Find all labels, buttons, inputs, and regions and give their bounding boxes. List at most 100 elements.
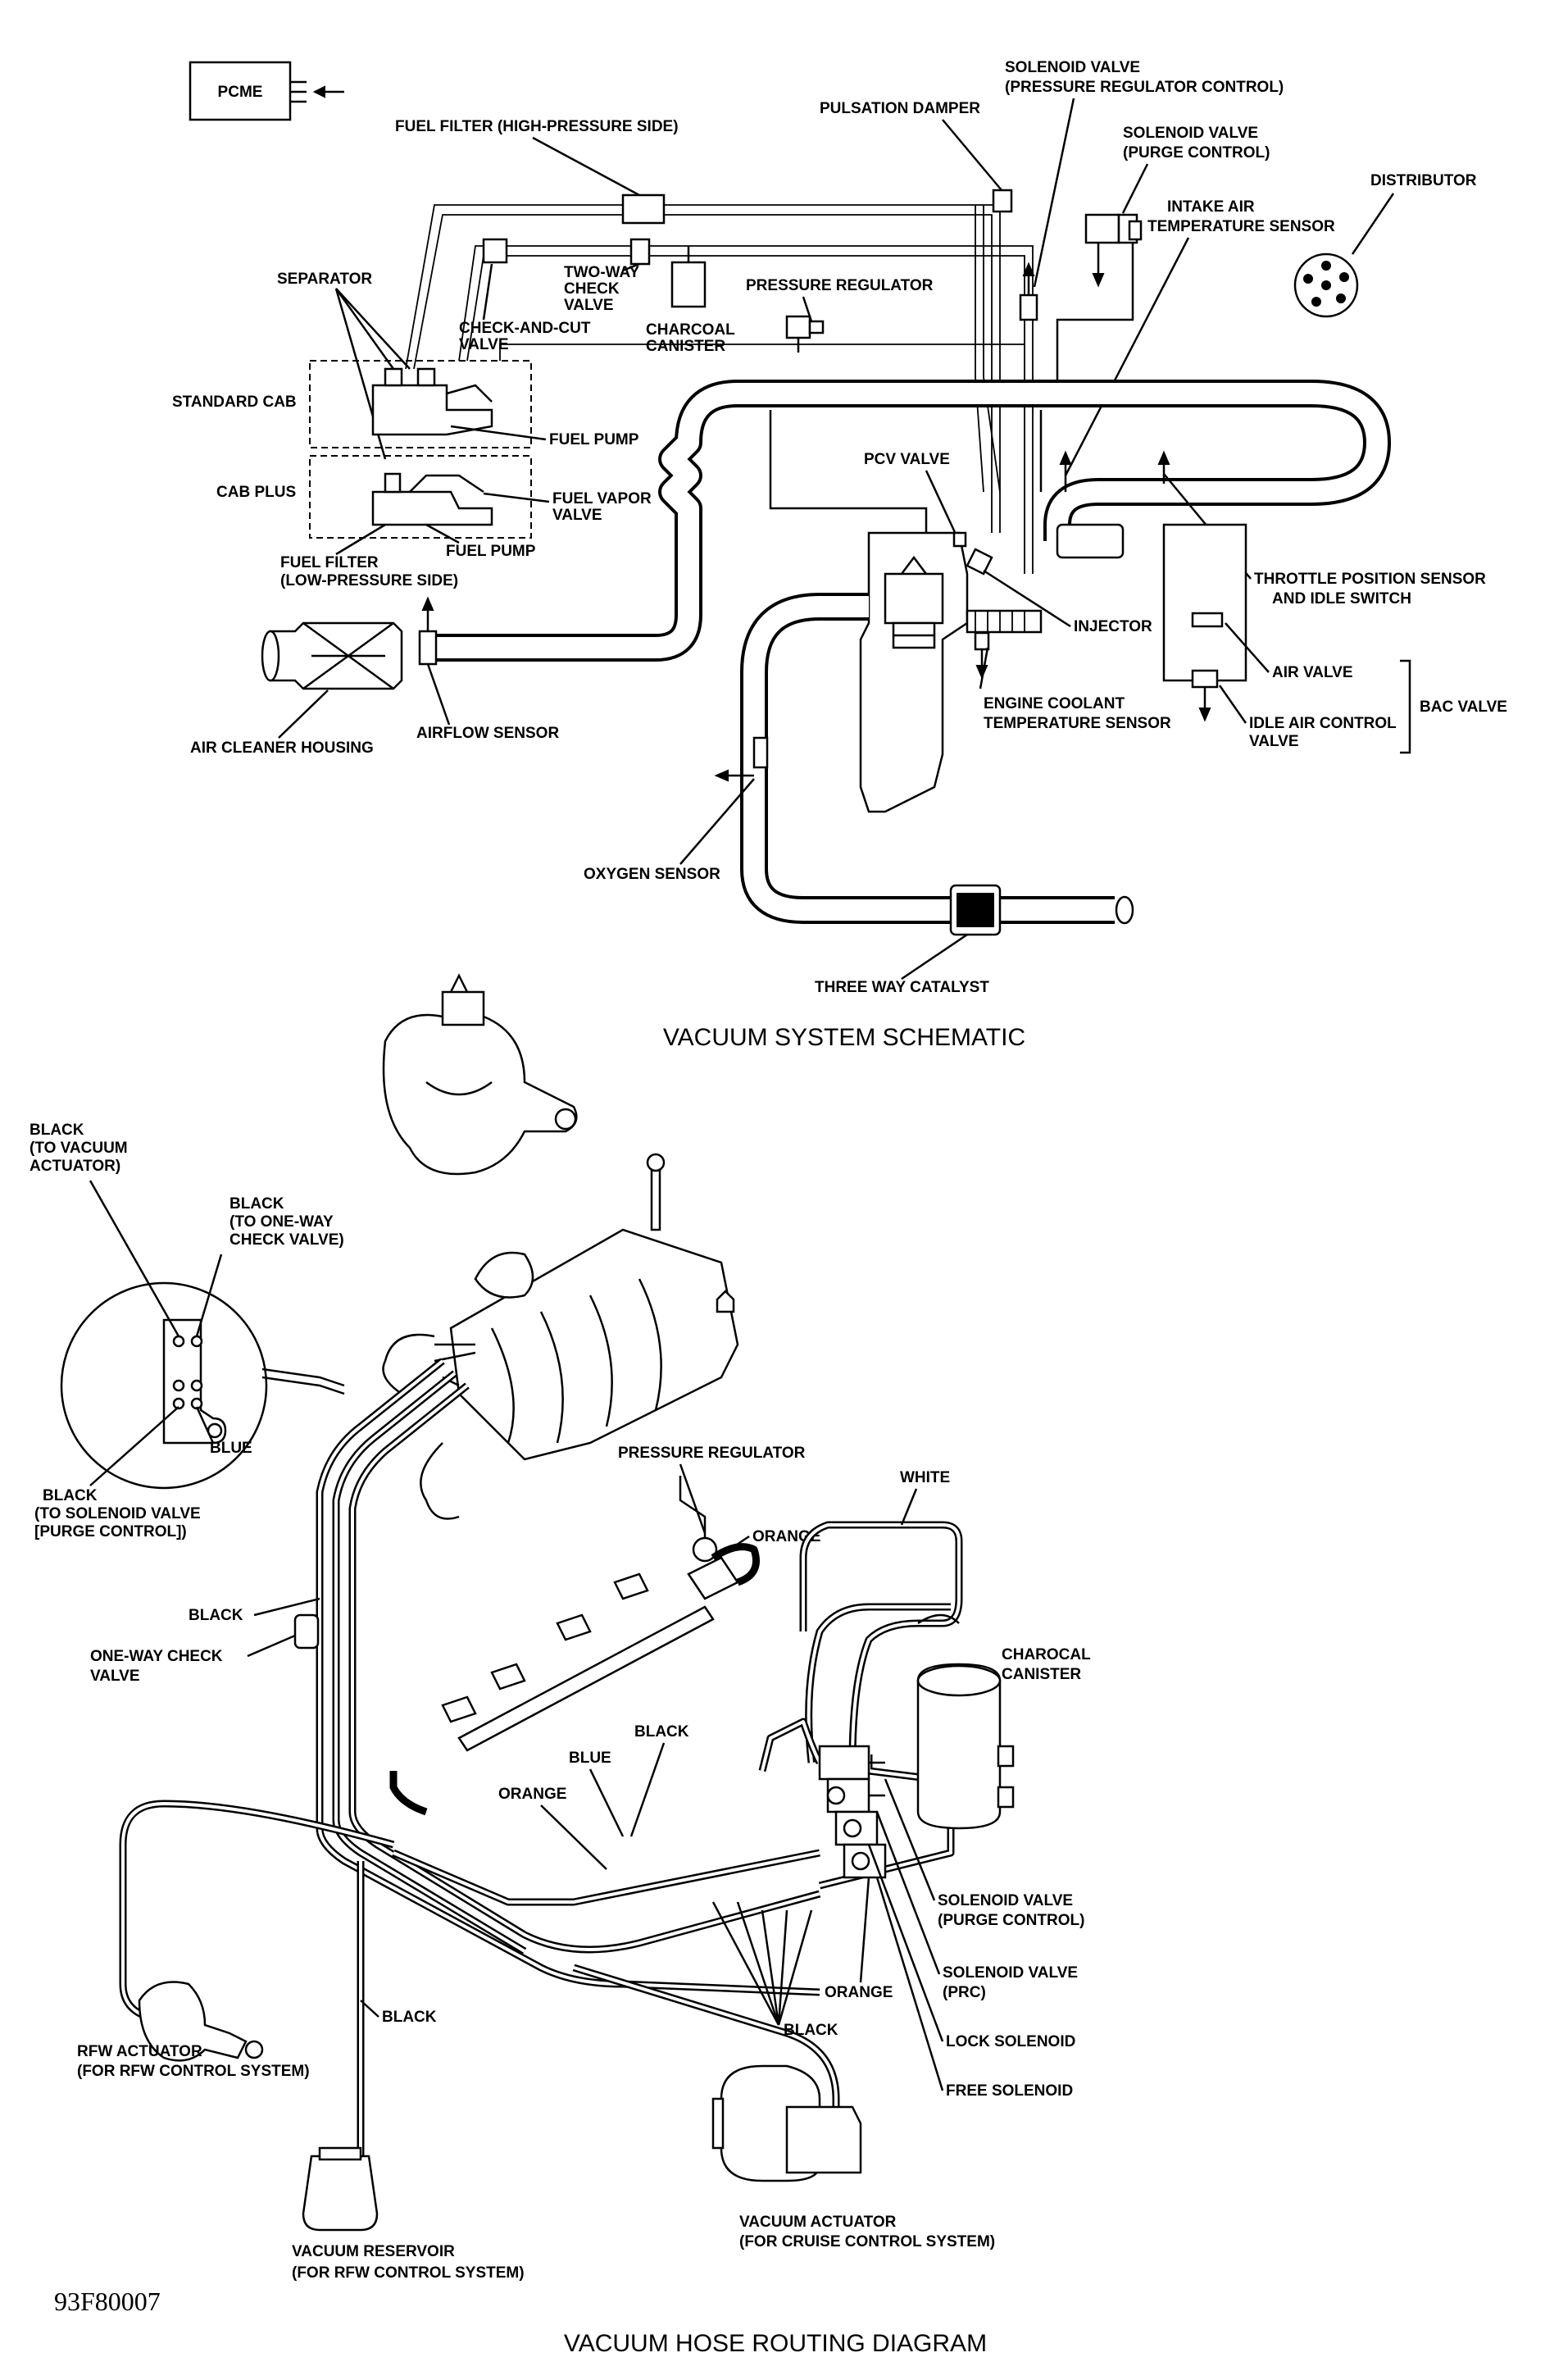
black-label-1: BLACK [189,1607,243,1624]
sol-prc-label-2: (PRC) [943,1984,986,2001]
vac-res-label-1: VACUUM RESERVOIR [292,2243,455,2260]
fuel-vapor-label-1: FUEL VAPOR [552,490,652,507]
pulsation-damper: PULSATION DAMPER [820,100,1013,213]
charcoal-label-2: CANISTER [646,338,725,355]
fuel-pump-1-label: FUEL PUMP [549,431,639,448]
engine-block [859,531,969,813]
vac-act-label-1: VACUUM ACTUATOR [739,2214,897,2231]
solenoid-valve-purge: SOLENOID VALVE (PURGE CONTROL) [1056,125,1270,385]
solenoid-purge-label-2: (PURGE CONTROL) [1123,144,1270,162]
cab-plus-label: CAB PLUS [216,484,296,501]
charcoal-canister-routing: WHITE CHAROCAL CANISTER [799,1469,1091,1830]
pcme-module: PCME [189,61,344,121]
oxygen-sensor: OXYGEN SENSOR [584,736,769,883]
three-way-catalyst: THREE WAY CATALYST [815,884,1002,996]
oxygen-sensor-label: OXYGEN SENSOR [584,866,720,883]
solenoid-valve-prc: SOLENOID VALVE (PRESSURE REGULATOR CONTR… [1005,59,1284,321]
check-cut-label-2: VALVE [459,336,509,353]
two-way-label-2: CHECK [564,280,620,298]
distributor: DISTRIBUTOR [1293,172,1477,318]
coolant-label-1: ENGINE COOLANT [984,695,1125,712]
coolant-label-2: TEMPERATURE SENSOR [984,715,1171,732]
sol-prc-label-1: SOLENOID VALVE [943,1964,1078,1982]
two-way-label-1: TWO-WAY [564,264,640,281]
black-sol-label-2: (TO SOLENOID VALVE [34,1505,201,1522]
sol-purge-label-1: SOLENOID VALVE [938,1892,1073,1909]
intake-duct [426,380,1391,662]
one-way-label-1: ONE-WAY CHECK [90,1648,223,1665]
solenoid-prc-label-2: (PRESSURE REGULATOR CONTROL) [1005,79,1284,96]
black-vac-label-3: ACTUATOR) [30,1158,120,1175]
free-sol-label: FREE SOLENOID [946,2082,1073,2100]
rfw-actuator: RFW ACTUATOR (FOR RFW CONTROL SYSTEM) [77,1981,310,2080]
cab-plus-fuel-tank: CAB PLUS FUEL VAPOR VALVE FUEL PUMP FUEL… [216,455,652,589]
catalyst-label: THREE WAY CATALYST [815,979,989,996]
standard-cab-label: STANDARD CAB [172,394,297,411]
schematic-title: VACUUM SYSTEM SCHEMATIC [663,1024,1025,1051]
black-label-2: BLACK [634,1723,689,1741]
solenoid-bank [818,1745,887,1879]
pressure-regulator-routing-label: PRESSURE REGULATOR [618,1445,806,1462]
white-label: WHITE [900,1469,950,1486]
orange-label-3: ORANGE [825,1984,893,2001]
idle-air-label-2: VALVE [1249,733,1299,750]
intake-air-label-1: INTAKE AIR [1167,198,1255,216]
black-label-4: BLACK [382,2009,437,2026]
pcv-valve: PCV VALVE [864,451,967,548]
fuel-filter-high-pressure: FUEL FILTER (HIGH-PRESSURE SIDE) [395,118,679,225]
black-sol-label-1: BLACK [43,1487,98,1504]
two-way-label-3: VALVE [564,297,614,314]
black-vac-label-2: (TO VACUUM [30,1140,128,1157]
pressure-regulator-schematic: PRESSURE REGULATOR [746,277,934,353]
vac-act-label-2: (FOR CRUISE CONTROL SYSTEM) [739,2233,995,2250]
check-and-cut-valve: CHECK-AND-CUT VALVE [459,238,591,353]
vacuum-hose-routing-diagram: BLACK (TO VACUUM ACTUATOR) BLACK (TO ONE… [30,973,1091,2357]
blue-label: BLUE [569,1750,611,1767]
black-ow-label-3: CHECK VALVE) [229,1231,344,1249]
two-way-check-valve: TWO-WAY CHECK VALVE [564,238,651,314]
throttle-label-2: AND IDLE SWITCH [1272,590,1411,608]
pressure-regulator-label: PRESSURE REGULATOR [746,277,934,294]
figure-code: 93F80007 [54,2287,161,2316]
bac-valve-label: BAC VALVE [1420,699,1507,716]
bac-valve: AIR VALVE IDLE AIR CONTROL VALVE BAC VAL… [1162,523,1507,754]
airflow-sensor: AIRFLOW SENSOR [416,596,559,742]
separator: SEPARATOR [277,271,411,460]
fuel-filter-lp-label-2: (LOW-PRESSURE SIDE) [280,572,458,589]
black-ow-label-1: BLACK [229,1195,284,1213]
pcv-valve-label: PCV VALVE [864,451,950,468]
fuel-pump-2-label: FUEL PUMP [446,543,536,560]
fuel-vapor-label-2: VALVE [552,507,602,524]
vacuum-reservoir: VACUUM RESERVOIR (FOR RFW CONTROL SYSTEM… [292,2146,525,2282]
throttle-label-1: THROTTLE POSITION SENSOR [1254,571,1486,588]
standard-cab-fuel-tank: STANDARD CAB FUEL PUMP [172,360,639,448]
black-vac-label-1: BLACK [30,1122,84,1139]
black-label-3: BLACK [784,2022,838,2039]
air-cleaner-label: AIR CLEANER HOUSING [190,739,374,757]
intake-air-temperature-sensor: INTAKE AIR TEMPERATURE SENSOR [1064,198,1335,476]
black-ow-label-2: (TO ONE-WAY [229,1213,334,1231]
one-way-check-valve: ONE-WAY CHECK VALVE [90,1613,320,1685]
routing-title: VACUUM HOSE ROUTING DIAGRAM [564,2330,987,2357]
engine-sketch [382,973,578,1176]
black-sol-label-3: [PURGE CONTROL]) [34,1523,187,1540]
injectors [441,1572,649,1723]
pcme-label: PCME [218,84,263,101]
intake-manifold [382,1153,739,1520]
rfw-act-label-1: RFW ACTUATOR [77,2043,202,2060]
vacuum-system-schematic: PCME FUEL FILTER (HIGH-PRESSURE SIDE) [172,59,1507,1051]
injector-label: INJECTOR [1074,618,1152,635]
fuel-rail [441,1476,760,1752]
engine-coolant-temperature-sensor: ENGINE COOLANT TEMPERATURE SENSOR [974,631,1171,732]
solenoid-prc-label-1: SOLENOID VALVE [1005,59,1140,76]
rfw-act-label-2: (FOR RFW CONTROL SYSTEM) [77,2063,310,2080]
throttle-body: THROTTLE POSITION SENSOR AND IDLE SWITCH [1056,450,1486,608]
fuel-filter-lp-label-1: FUEL FILTER [280,554,379,571]
pulsation-damper-label: PULSATION DAMPER [820,100,980,117]
one-way-label-2: VALVE [90,1668,140,1685]
airflow-sensor-label: AIRFLOW SENSOR [416,725,559,742]
blue-detail-label: BLUE [210,1440,252,1457]
charcoal-routing-label-2: CANISTER [1002,1666,1081,1683]
exhaust-pipe [740,593,1134,925]
